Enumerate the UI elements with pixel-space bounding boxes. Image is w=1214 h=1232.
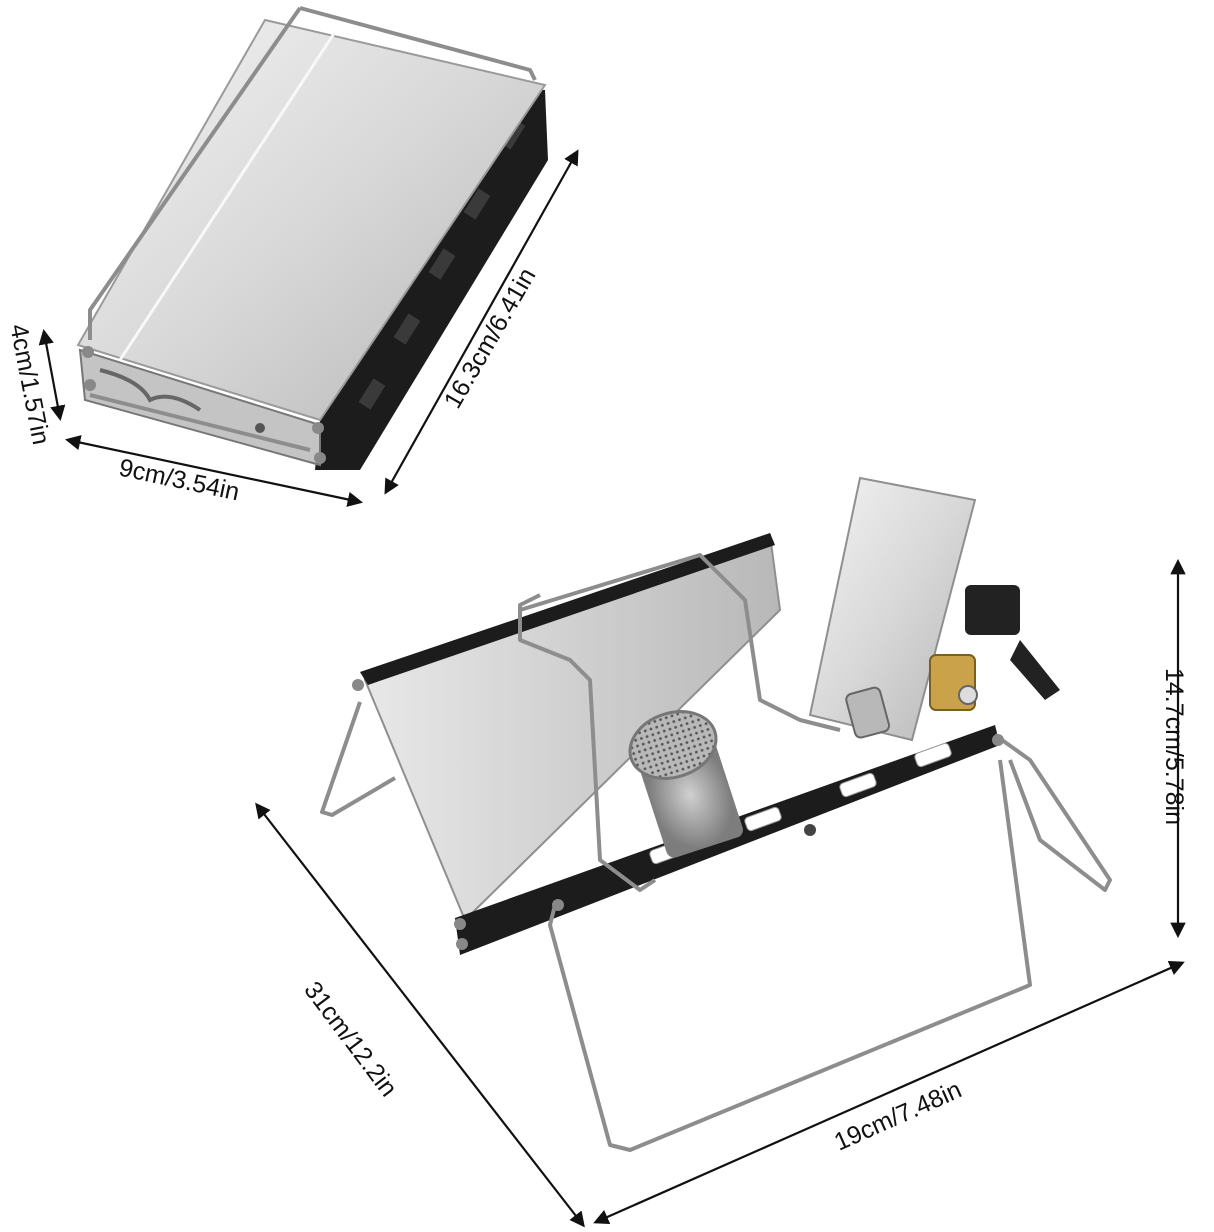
open-width-arrow (593, 960, 1185, 1225)
folded-length-arrow (384, 149, 579, 495)
open-length-arrow (255, 802, 585, 1228)
open-wire-handle (518, 553, 841, 892)
open-side-flap (808, 476, 977, 742)
burner (628, 710, 816, 858)
folded-stove (76, 6, 548, 470)
open-height-label: 14.7cm/5.78in (1160, 667, 1189, 826)
folded-plate-crease (118, 31, 337, 361)
folded-wire-handle (88, 6, 537, 340)
open-top-rail (360, 533, 775, 685)
open-right-leg (993, 733, 1112, 892)
open-stove (320, 476, 1112, 1152)
gas-valve (845, 585, 1060, 739)
folded-width-arrow (64, 435, 364, 507)
folded-height-arrow (38, 328, 66, 422)
